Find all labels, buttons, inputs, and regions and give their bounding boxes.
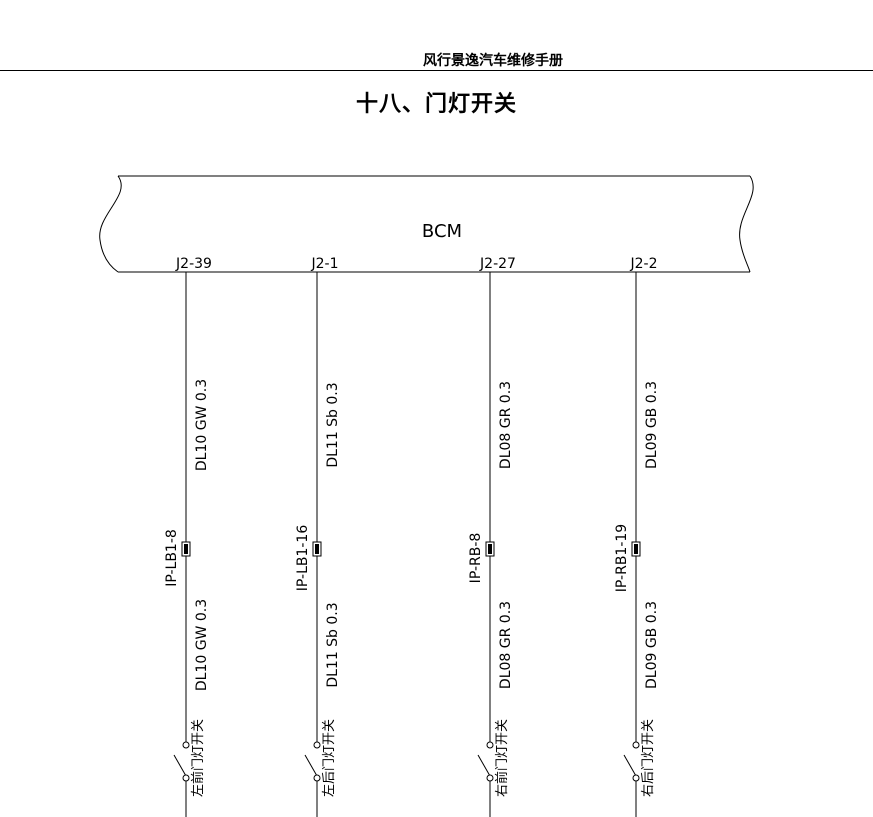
wire-label-lower: DL08 GR 0.3 [498,601,514,689]
wire-label-upper: DL10 GW 0.3 [194,379,210,471]
bcm-label: BCM [422,221,462,242]
switch-blade [173,754,187,777]
switch-blade [623,754,637,777]
switch-label: 右前门灯开关 [494,719,510,797]
connector-pin [634,544,638,554]
wire-label-lower: DL09 GB 0.3 [644,601,660,689]
pin-label: J2-39 [175,256,212,272]
switch-label: 左前门灯开关 [190,719,206,797]
switch-blade [477,754,491,777]
pin-label: J2-1 [311,256,339,272]
header-divider [0,70,873,71]
wire-label-upper: DL11 Sb 0.3 [325,382,341,467]
bcm-module: BCM [99,175,754,273]
pin-label: J2-2 [630,256,658,272]
connector-label: IP-RB-8 [468,533,484,584]
switch-contact-bottom [313,774,321,782]
wire-label-upper: DL08 GR 0.3 [498,381,514,469]
connector-pin [315,544,319,554]
pin-label: J2-27 [479,256,516,272]
switch-contact-top [182,741,190,749]
connector-label: IP-LB1-8 [164,529,180,587]
wire-label-upper: DL09 GB 0.3 [644,381,660,469]
switch-contact-top [632,741,640,749]
switch-contact-top [313,741,321,749]
switch-contact-bottom [486,774,494,782]
wire-label-lower: DL11 Sb 0.3 [325,602,341,687]
connector-pin [184,544,188,554]
switch-contact-bottom [182,774,190,782]
switch-label: 左后门灯开关 [322,719,337,797]
switch-contact-bottom [632,774,640,782]
connector-label: IP-RB1-19 [614,524,630,592]
switch-label: 右后门灯开关 [641,719,656,797]
switch-contact-top [486,741,494,749]
connector-label: IP-LB1-16 [295,525,311,592]
page-title: 十八、门灯开关 [355,91,517,117]
switch-blade [304,754,318,777]
connector-pin [488,544,492,554]
manual-header-title: 风行景逸汽车维修手册 [423,53,563,69]
wire-label-lower: DL10 GW 0.3 [194,599,210,691]
